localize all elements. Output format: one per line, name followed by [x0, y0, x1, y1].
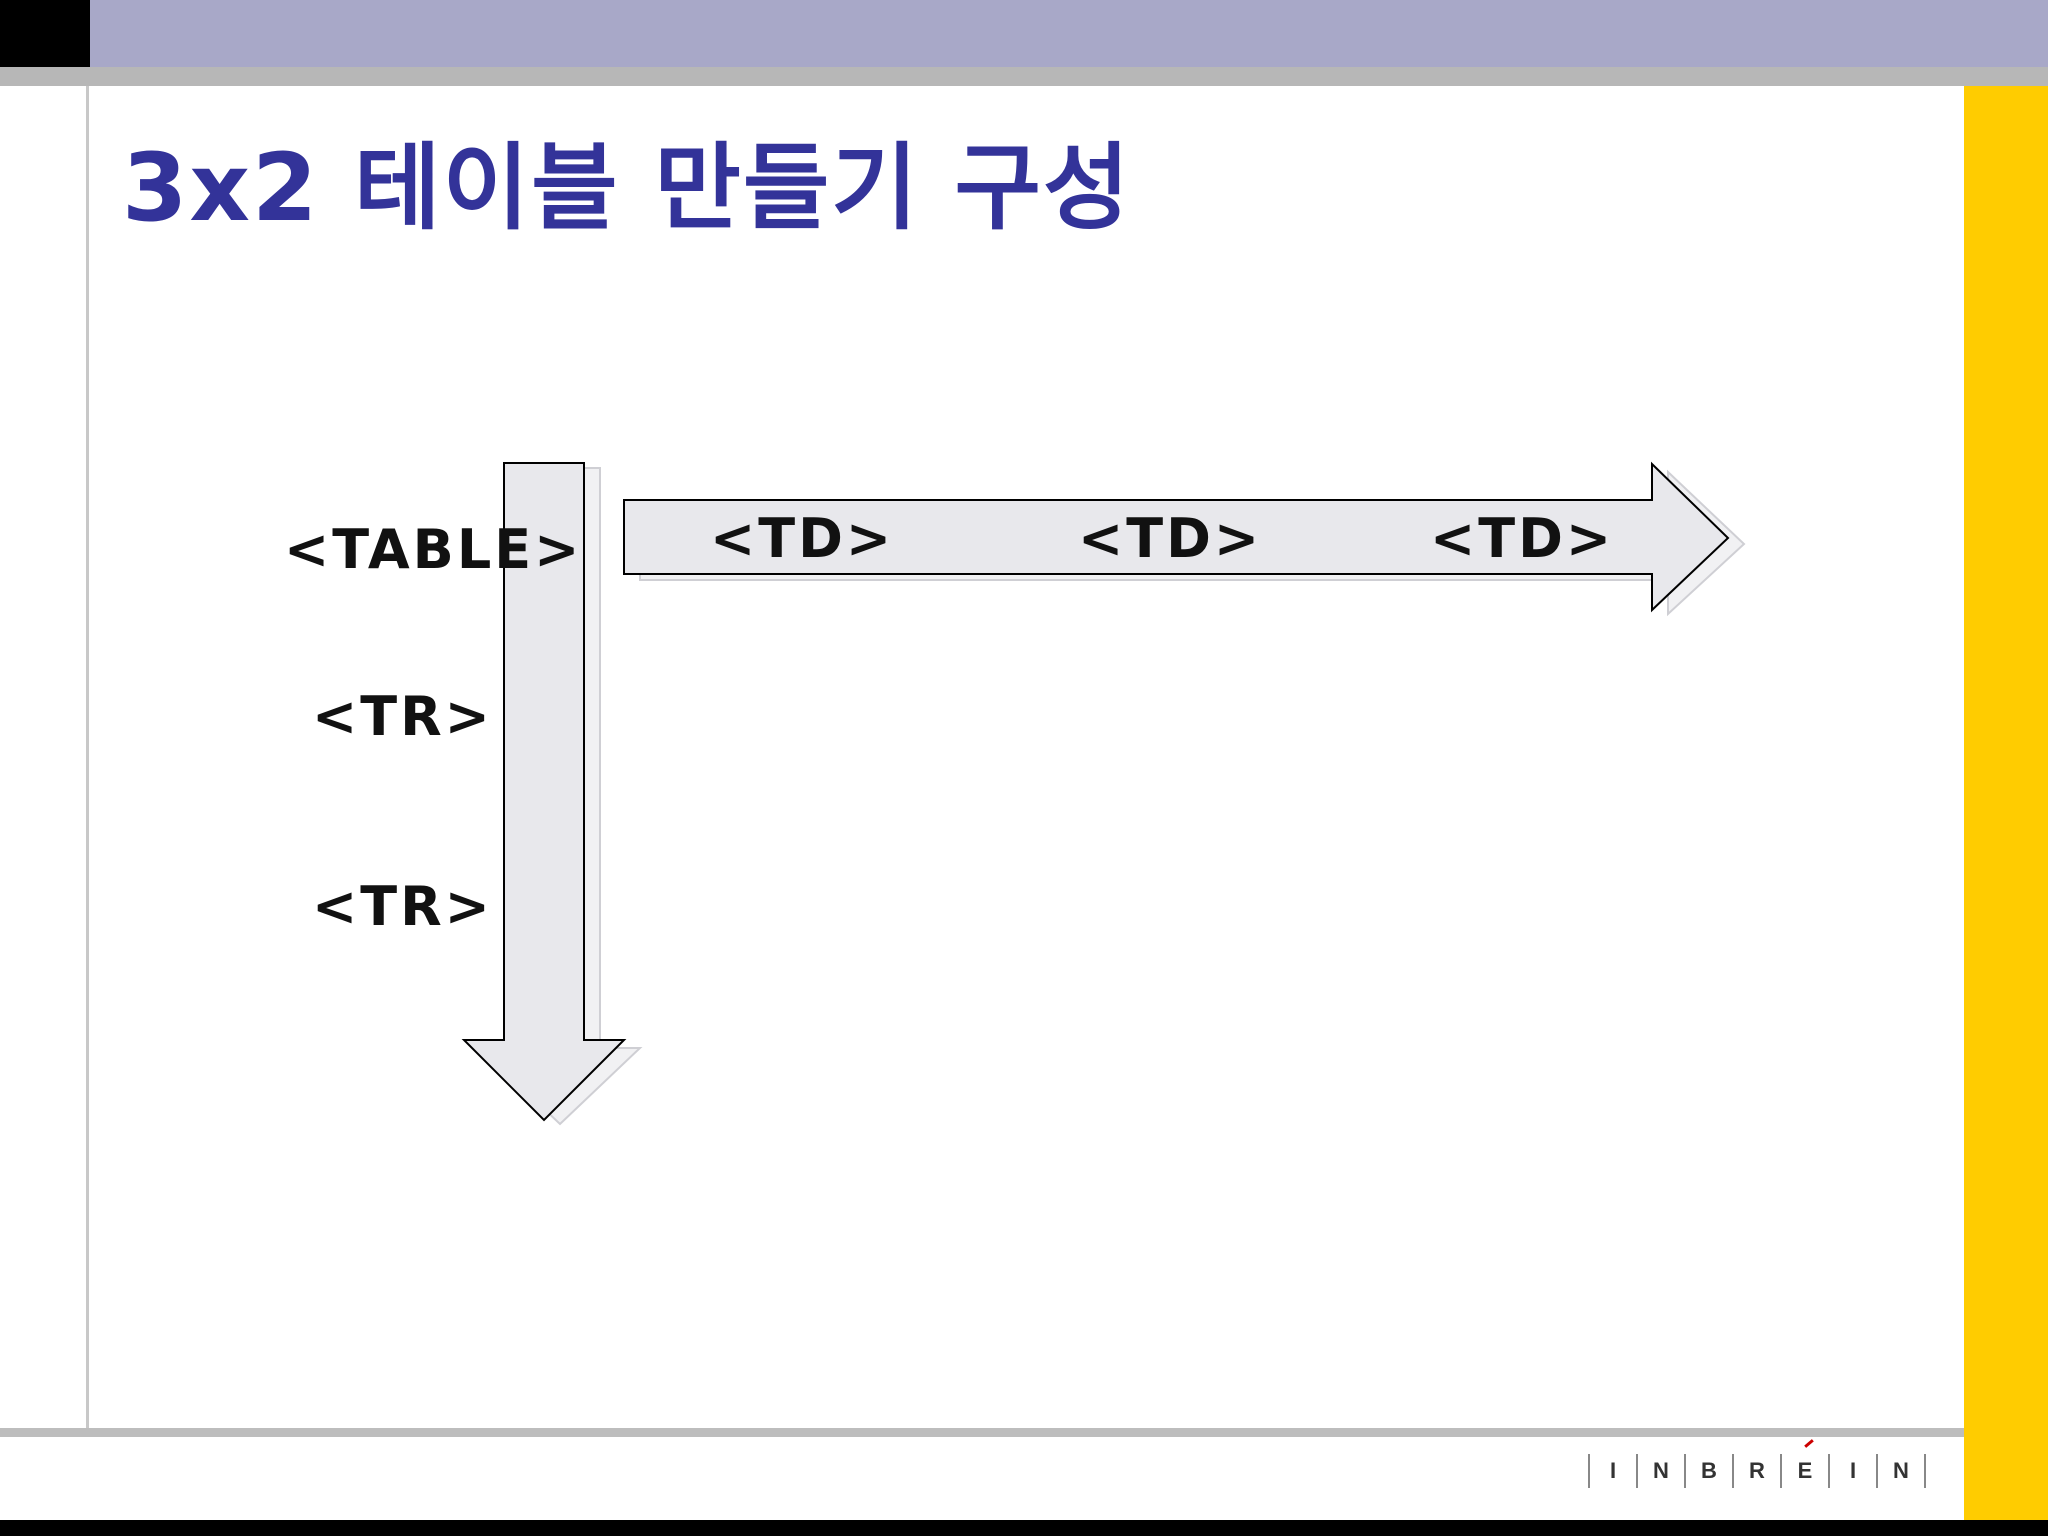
logo-letter: B: [1701, 1458, 1717, 1483]
logo-separator: [1684, 1454, 1686, 1488]
cell-tag-label-2: <TD>: [1078, 507, 1263, 570]
cell-tag-label-3: <TD>: [1430, 507, 1615, 570]
logo-letter: I: [1849, 1458, 1857, 1483]
logo-separator: [1732, 1454, 1734, 1488]
logo-letter: N: [1653, 1458, 1669, 1483]
brand-logo: I N B R E I N: [1588, 1452, 1926, 1490]
top-divider: [0, 67, 2048, 86]
table-tag-label: <TABLE>: [284, 518, 583, 581]
logo-letter-accent: E: [1782, 1458, 1828, 1484]
vertical-arrow: [461, 462, 627, 1122]
cell-tag-label-1: <TD>: [710, 507, 895, 570]
accent-strip: [1964, 86, 2048, 1520]
bottom-rule: [0, 1428, 1964, 1437]
logo-letter: I: [1609, 1458, 1617, 1483]
logo-separator: [1636, 1454, 1638, 1488]
logo-separator: [1828, 1454, 1830, 1488]
logo-letter: R: [1749, 1458, 1765, 1483]
logo-separator: [1588, 1454, 1590, 1488]
top-banner: [0, 0, 2048, 67]
page-title: 3x2 테이블 만들기 구성: [122, 134, 1132, 243]
logo-separator: [1876, 1454, 1878, 1488]
top-corner-block: [0, 0, 90, 67]
logo-letter: N: [1893, 1458, 1909, 1483]
logo-separator: [1780, 1454, 1782, 1488]
row-tag-label-2: <TR>: [312, 875, 493, 938]
bottom-bar: [0, 1520, 2048, 1536]
left-rule: [86, 86, 89, 1430]
horizontal-arrow: [623, 461, 1730, 613]
logo-separator: [1924, 1454, 1926, 1488]
row-tag-label-1: <TR>: [312, 685, 493, 748]
